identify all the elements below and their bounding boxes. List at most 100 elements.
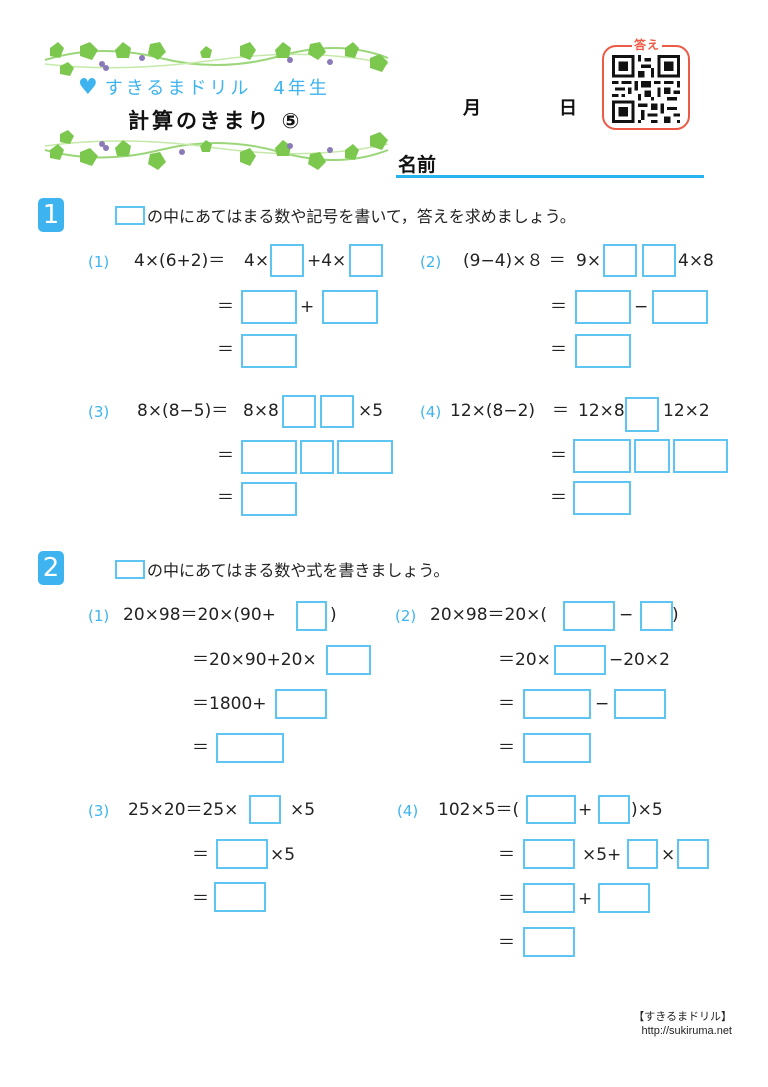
answer-box[interactable] — [337, 440, 393, 474]
answer-box[interactable] — [573, 439, 631, 473]
sample-answer-box — [115, 559, 145, 579]
answer-box[interactable] — [300, 440, 334, 474]
problem-number: (2) — [395, 607, 417, 625]
answer-box[interactable] — [216, 733, 284, 763]
answer-box[interactable] — [575, 334, 631, 368]
answer-box[interactable] — [526, 795, 576, 824]
problem-expression: 12×(8−2) — [450, 401, 536, 421]
answer-box[interactable] — [241, 482, 297, 516]
problem-expression: (9−4)×８ ＝ — [463, 251, 566, 271]
footer-url[interactable]: http://sukiruma.net — [641, 1025, 733, 1037]
answer-box[interactable] — [640, 601, 673, 631]
expression-part: ×5 — [290, 800, 316, 820]
answer-box[interactable] — [614, 689, 666, 719]
answer-box[interactable] — [320, 395, 354, 428]
problem-number: (1) — [88, 607, 110, 625]
equals-sign: ＝ — [498, 933, 515, 953]
answer-box[interactable] — [523, 689, 591, 719]
problem-number: (2) — [420, 253, 442, 271]
problem-number: (4) — [420, 403, 442, 421]
plus-sign: + — [578, 800, 593, 820]
equals-sign: ＝ — [498, 889, 515, 909]
answer-box[interactable] — [241, 334, 297, 368]
answer-box[interactable] — [603, 244, 637, 277]
answer-qr-code[interactable]: 答え — [602, 36, 690, 130]
problem-expression: 20×98＝20×(90+ — [123, 605, 276, 625]
answer-box[interactable] — [575, 290, 631, 324]
problem-number: (4) — [397, 802, 419, 820]
close-paren: ) — [330, 605, 337, 625]
answer-box[interactable] — [563, 601, 615, 631]
answer-box[interactable] — [523, 839, 575, 869]
answer-box[interactable] — [241, 440, 297, 474]
equals-sign: ＝ — [192, 889, 209, 909]
answer-box[interactable] — [216, 839, 268, 869]
answer-box[interactable] — [627, 839, 658, 869]
answer-box[interactable] — [642, 244, 676, 277]
answer-box[interactable] — [677, 839, 709, 869]
vine-decoration-top — [44, 42, 389, 76]
worksheet-title: 計算のきまり ⑤ — [128, 109, 303, 133]
expression-part: −20×2 — [609, 650, 670, 670]
drill-brand-title: ♥ すきるまドリル 4年生 — [78, 74, 330, 100]
footer-brand: 【すきるまドリル】 — [633, 1011, 732, 1023]
vine-decoration-bottom — [44, 130, 389, 170]
answer-box[interactable] — [349, 244, 383, 277]
problem-number: (3) — [88, 403, 110, 421]
answer-box[interactable] — [625, 397, 659, 432]
answer-box[interactable] — [673, 439, 728, 473]
expression-part: 4× — [244, 251, 270, 271]
expression-part: ×5 — [358, 401, 384, 421]
expression-part: )×5 — [631, 800, 663, 820]
equals-sign: ＝ — [192, 845, 209, 865]
answer-box[interactable] — [241, 290, 297, 324]
section-2-badge: 2 — [38, 551, 64, 585]
answer-box[interactable] — [249, 795, 281, 824]
answer-box[interactable] — [214, 882, 266, 912]
answer-box[interactable] — [573, 481, 631, 515]
answer-box[interactable] — [523, 733, 591, 763]
equals-sign: ＝ — [192, 738, 209, 758]
problem-expression: 20×98＝20×( — [430, 605, 548, 625]
section-2-instruction: の中にあてはまる数や式を書きましょう。 — [115, 557, 449, 581]
month-label: 月 — [463, 98, 481, 119]
expression-part: ×5+ — [582, 845, 622, 865]
equals-sign: ＝ — [498, 694, 515, 714]
answer-box[interactable] — [275, 689, 327, 719]
brand-name: すきるまドリル — [104, 78, 252, 99]
expression-part: 8×8 — [243, 401, 279, 421]
section-2-instruction-text: の中にあてはまる数や式を書きましょう。 — [147, 561, 450, 580]
heart-icon: ♥ — [78, 74, 101, 100]
answer-box[interactable] — [634, 439, 670, 473]
day-label: 日 — [559, 98, 577, 119]
grade-label: 4年生 — [273, 78, 330, 99]
answer-box[interactable] — [270, 244, 304, 277]
answer-box[interactable] — [296, 601, 327, 631]
name-input-line[interactable] — [396, 175, 704, 178]
answer-box[interactable] — [523, 883, 575, 913]
answer-box[interactable] — [598, 795, 630, 824]
answer-box[interactable] — [282, 395, 316, 428]
equals-sign: ＝ — [550, 297, 567, 317]
answer-box[interactable] — [322, 290, 378, 324]
answer-box[interactable] — [598, 883, 650, 913]
answer-box[interactable] — [554, 645, 606, 675]
problem-number: (1) — [88, 253, 110, 271]
problem-number: (3) — [88, 802, 110, 820]
expression-part: +4× — [307, 251, 347, 271]
times-sign: × — [661, 845, 676, 865]
sample-answer-box — [115, 205, 145, 225]
expression-line: ＝1800+ — [192, 694, 267, 714]
plus-sign: + — [300, 297, 315, 317]
minus-sign: − — [619, 605, 634, 625]
equals-sign: ＝ — [550, 340, 567, 360]
answer-box[interactable] — [523, 927, 575, 957]
expression-part: ×5 — [270, 845, 296, 865]
answer-box[interactable] — [326, 645, 371, 675]
minus-sign: − — [595, 694, 610, 714]
problem-expression: 8×(8−5)＝ — [137, 401, 229, 421]
equals-sign: ＝ — [217, 340, 234, 360]
section-1-badge: 1 — [38, 198, 64, 232]
answer-box[interactable] — [652, 290, 708, 324]
minus-sign: − — [634, 297, 649, 317]
